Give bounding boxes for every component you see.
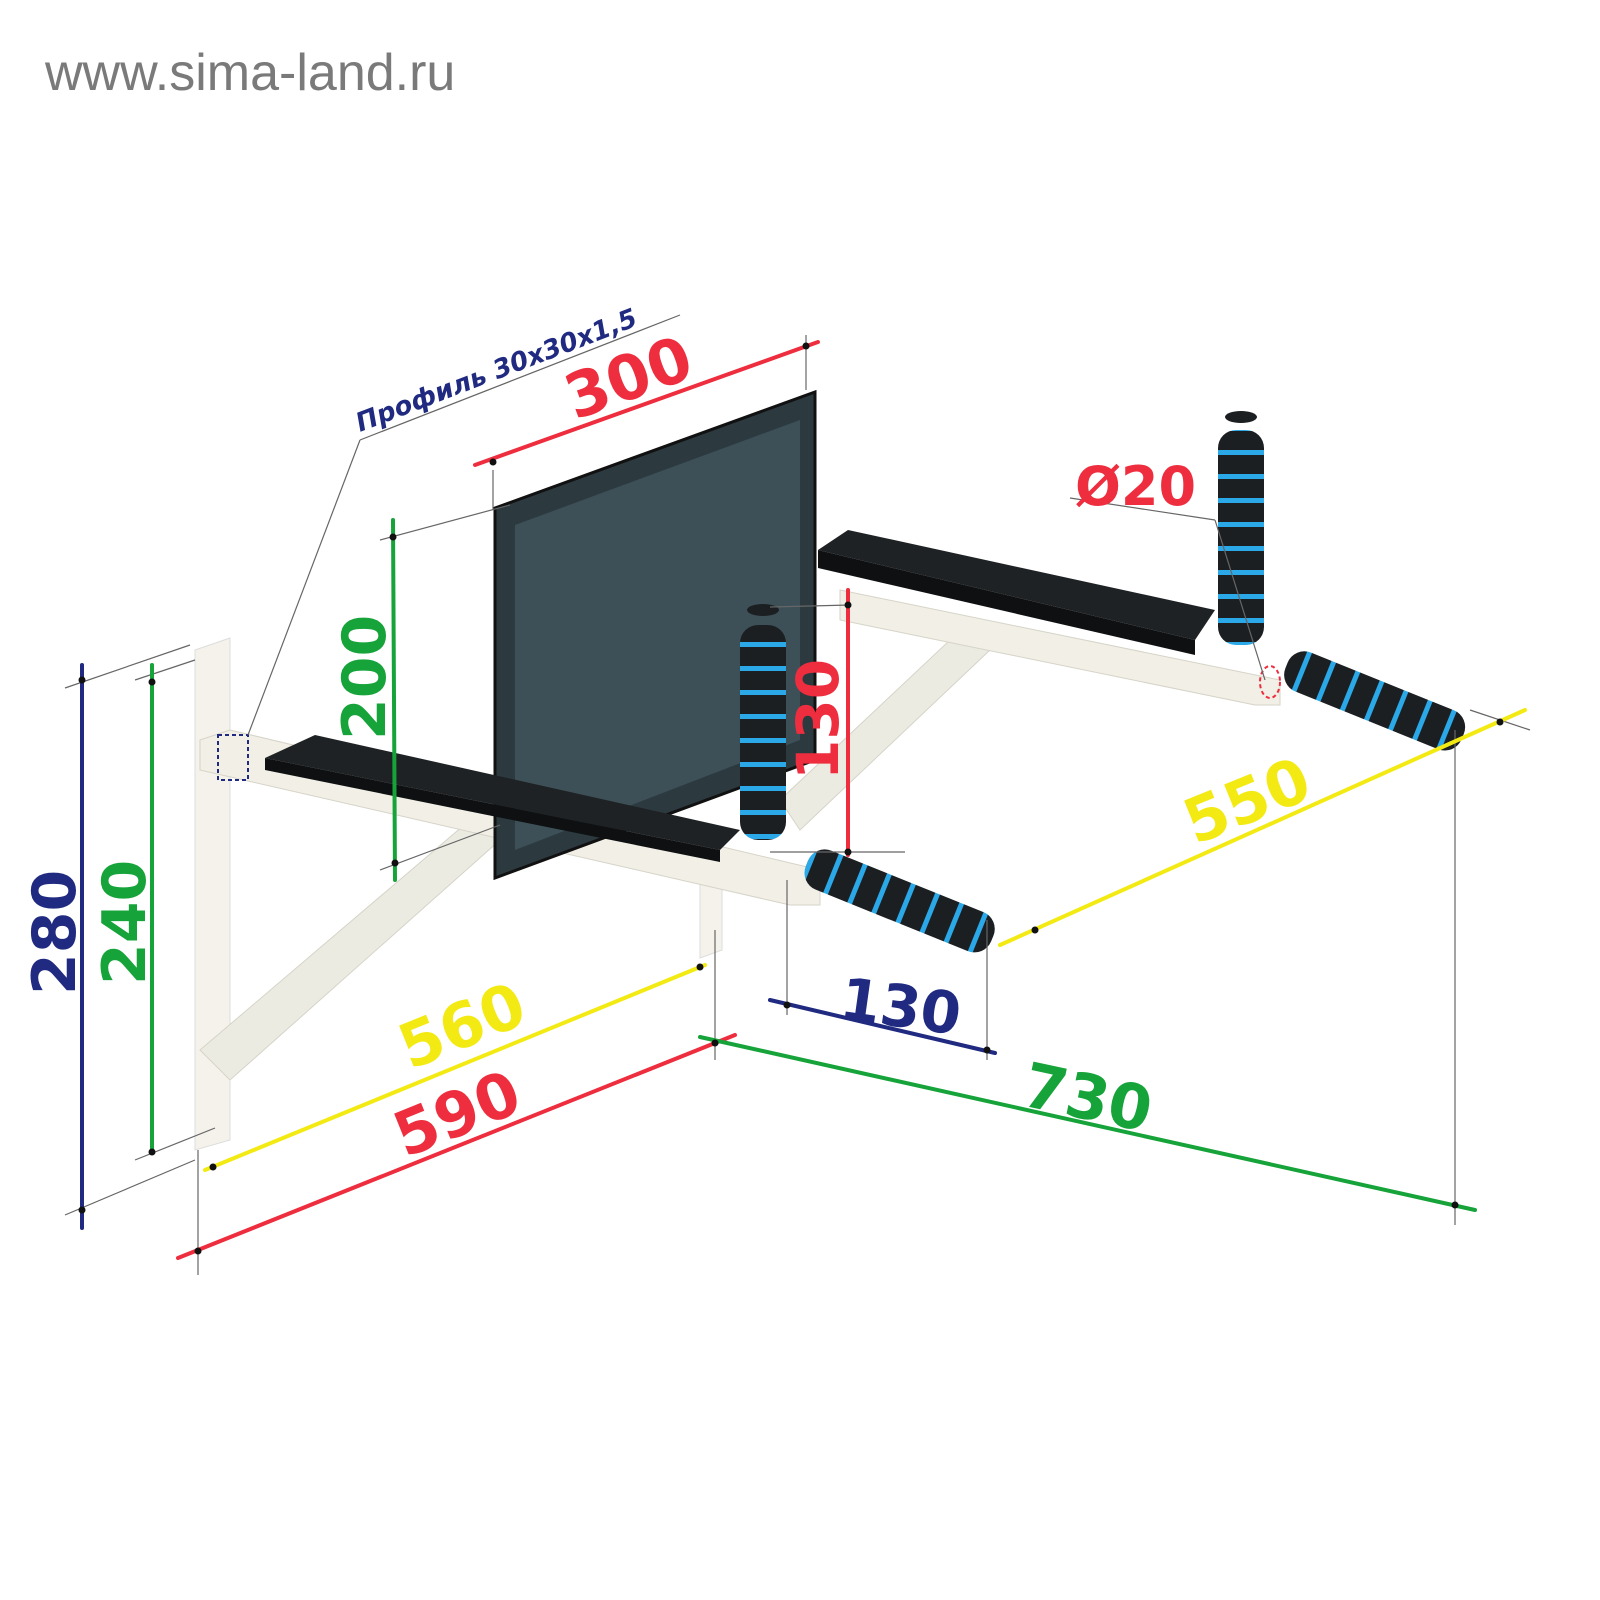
armrest-pad-right-edge — [818, 550, 1195, 655]
dimension-lines — [80, 340, 1527, 1260]
vertical-grip-left-cap — [747, 604, 779, 616]
dim-label-200: 200 — [330, 615, 400, 740]
extension-lines — [64, 314, 1531, 1275]
dim-line-560 — [203, 963, 707, 1172]
profile-marker-right — [1259, 665, 1281, 699]
dip-station-product — [194, 389, 1466, 1151]
dim-line-730 — [698, 1035, 1477, 1212]
backrest-bevel — [515, 420, 800, 850]
dim-label-280: 280 — [20, 870, 90, 995]
dim-label-590: 590 — [383, 1056, 530, 1172]
dim-line-200 — [391, 518, 397, 882]
dim-label-550: 550 — [1173, 743, 1320, 859]
horizontal-grip-left — [804, 849, 995, 953]
dim-label-730: 730 — [1017, 1048, 1159, 1146]
armrest-pad-left-edge — [265, 758, 720, 862]
dim-label-130-vertical: 130 — [784, 659, 852, 780]
dim-label-130-horizontal: 130 — [836, 965, 965, 1049]
dim-line-550 — [998, 708, 1527, 947]
dim-line-300 — [473, 340, 820, 467]
vertical-grip-left — [740, 625, 786, 840]
dim-line-130-horizontal — [768, 998, 997, 1055]
armrest-pad-left — [265, 735, 740, 850]
dim-line-590 — [176, 1033, 737, 1260]
horizontal-grip-right — [1284, 651, 1466, 751]
vertical-grip-right — [1218, 430, 1264, 645]
watermark: www.sima-land.ru — [44, 44, 455, 102]
endpoint-dots — [78, 342, 1504, 1255]
dim-label-240: 240 — [90, 860, 160, 985]
profile-marker — [217, 734, 249, 781]
vertical-grip-right-cap — [1225, 411, 1257, 423]
frame-arm-right — [839, 589, 1281, 706]
armrest-pad-right — [818, 530, 1215, 640]
dim-label-diameter: Ø20 — [1075, 455, 1196, 518]
